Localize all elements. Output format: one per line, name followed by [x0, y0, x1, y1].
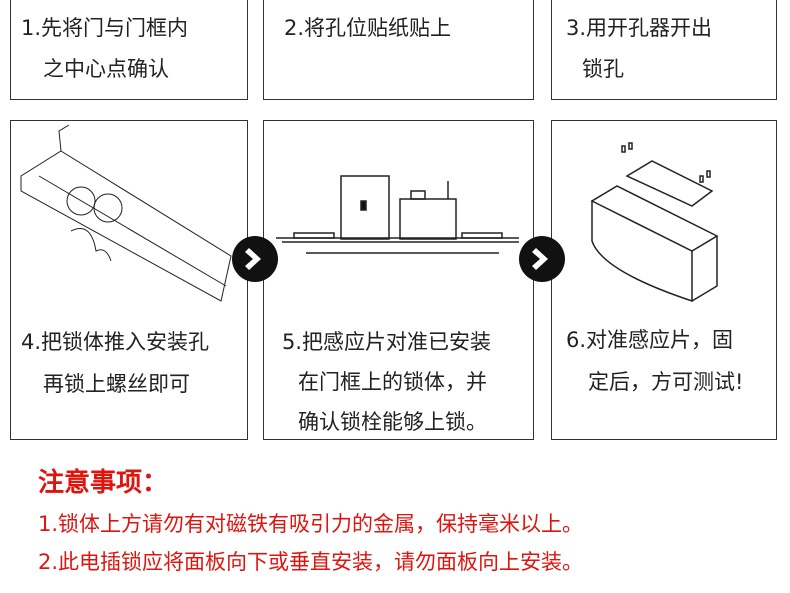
notice-title: 注意事项：: [38, 468, 169, 498]
sensor-plate-illustration: [276, 175, 519, 254]
step1-box: 1.先将门与门框内 之中心点确认: [10, 0, 248, 100]
step6-line2: 定后，方可测试!: [588, 370, 744, 394]
step2-line1: 2.将孔位贴纸贴上: [284, 16, 452, 40]
step3-line2: 锁孔: [582, 57, 624, 81]
step5-line3: 确认锁栓能够上锁。: [298, 410, 487, 434]
notice-item-1: 1.锁体上方请勿有对磁铁有吸引力的金属，保持毫米以上。: [38, 512, 584, 536]
step5-box: 5.把感应片对准已安装 在门框上的锁体，并 确认锁栓能够上锁。: [263, 120, 534, 440]
step4-box: 4.把锁体推入安装孔 再锁上螺丝即可: [10, 120, 248, 440]
next-arrow-icon: [232, 236, 278, 282]
lock-body-illustration: [20, 124, 232, 302]
step1-line2: 之中心点确认: [43, 57, 169, 81]
step3-box: 3.用开孔器开出 锁孔: [551, 0, 777, 100]
step6-line1: 6.对准感应片，固: [566, 328, 734, 352]
step6-box: 6.对准感应片，固 定后，方可测试!: [551, 120, 777, 440]
step2-box: 2.将孔位贴纸贴上: [263, 0, 534, 100]
step4-line2: 再锁上螺丝即可: [43, 372, 190, 396]
step3-line1: 3.用开孔器开出: [566, 16, 713, 40]
next-arrow-icon: [519, 236, 565, 282]
step5-line2: 在门框上的锁体，并: [298, 370, 487, 394]
step5-line1: 5.把感应片对准已安装: [282, 330, 492, 354]
step4-line1: 4.把锁体推入安装孔: [21, 330, 210, 354]
notice-item-2: 2.此电插锁应将面板向下或垂直安装，请勿面板向上安装。: [38, 550, 584, 574]
step1-line1: 1.先将门与门框内: [21, 16, 189, 40]
lock-install-illustration: [590, 142, 719, 303]
